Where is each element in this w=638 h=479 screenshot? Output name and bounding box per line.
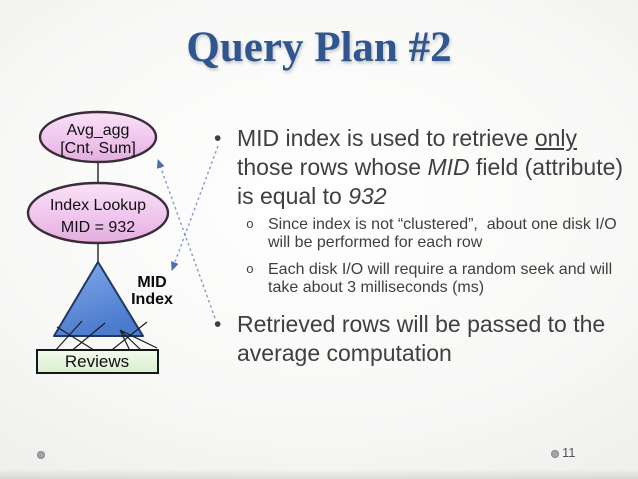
text-segment: field xyxy=(469,154,519,180)
bullet-retrieved-rows: • Retrieved rows will be passed to the a… xyxy=(210,310,638,368)
text-segment: the average computation xyxy=(237,311,612,366)
index-lookup-label-line2: MID = 932 xyxy=(61,219,135,236)
text-segment: Retrieved rows will be passed to xyxy=(237,311,567,337)
bullet-disc-marker: • xyxy=(214,313,222,336)
text-segment: Each disk I/O will require a random seek xyxy=(268,261,555,278)
bullet-circle-marker: o xyxy=(246,217,254,232)
text-segment: disk I/O will be performed for each row xyxy=(268,216,622,251)
text-segment-italic: 932 xyxy=(348,183,387,209)
index-lookup-label-line1: Index Lookup xyxy=(50,197,146,214)
dashed-arrow-to-avg-node xyxy=(156,159,216,319)
index-pointer-lines xyxy=(53,320,158,358)
text-segment-underlined: only xyxy=(534,125,578,151)
index-triangle-icon xyxy=(53,261,144,337)
reviews-table-node xyxy=(36,349,159,374)
bullet-mid-index: • MID index is used to retrieve only tho… xyxy=(210,124,638,211)
mid-index-label-line2: Index xyxy=(131,291,173,308)
text-segment: Since index is not “clustered”, about on… xyxy=(268,216,558,233)
avg-agg-label-line1: Avg_agg xyxy=(67,122,130,139)
bullet-text: Each disk I/O will require a random seek… xyxy=(268,261,638,297)
bullet-disc-marker: • xyxy=(214,127,222,150)
bullet-text: Retrieved rows will be passed to the ave… xyxy=(237,310,638,368)
bullet-circle-marker: o xyxy=(246,262,254,277)
footer-left-dot-icon xyxy=(37,451,45,459)
text-segment: MID index is used to retrieve xyxy=(237,125,535,151)
sub-bullet-random-seek: o Each disk I/O will require a random se… xyxy=(210,261,638,297)
text-segment: and will take about 3 milliseconds (ms) xyxy=(268,261,617,296)
bullet-text: MID index is used to retrieve only those… xyxy=(237,124,638,211)
sub-bullet-clustered: o Since index is not “clustered”, about … xyxy=(210,216,638,252)
slide-title: Query Plan #2 xyxy=(186,24,452,71)
text-segment-italic: MID xyxy=(427,154,470,180)
index-lookup-node xyxy=(26,181,170,245)
footer-right-dot-icon xyxy=(551,450,559,458)
dashed-arrow-to-mid-index xyxy=(171,145,219,271)
mid-index-label-line1: MID xyxy=(137,274,166,291)
avg-agg-label-line2: [Cnt, Sum] xyxy=(60,140,136,157)
bullet-list: • MID index is used to retrieve only tho… xyxy=(210,124,638,368)
avg-agg-node xyxy=(38,110,158,164)
slide-number: 11 xyxy=(562,445,576,460)
bullet-text: Since index is not “clustered”, about on… xyxy=(268,216,638,252)
reviews-table-label: Reviews xyxy=(65,352,129,371)
text-segment: those rows whose xyxy=(237,154,428,180)
text-segment: (attribute) is equal to xyxy=(237,154,630,209)
